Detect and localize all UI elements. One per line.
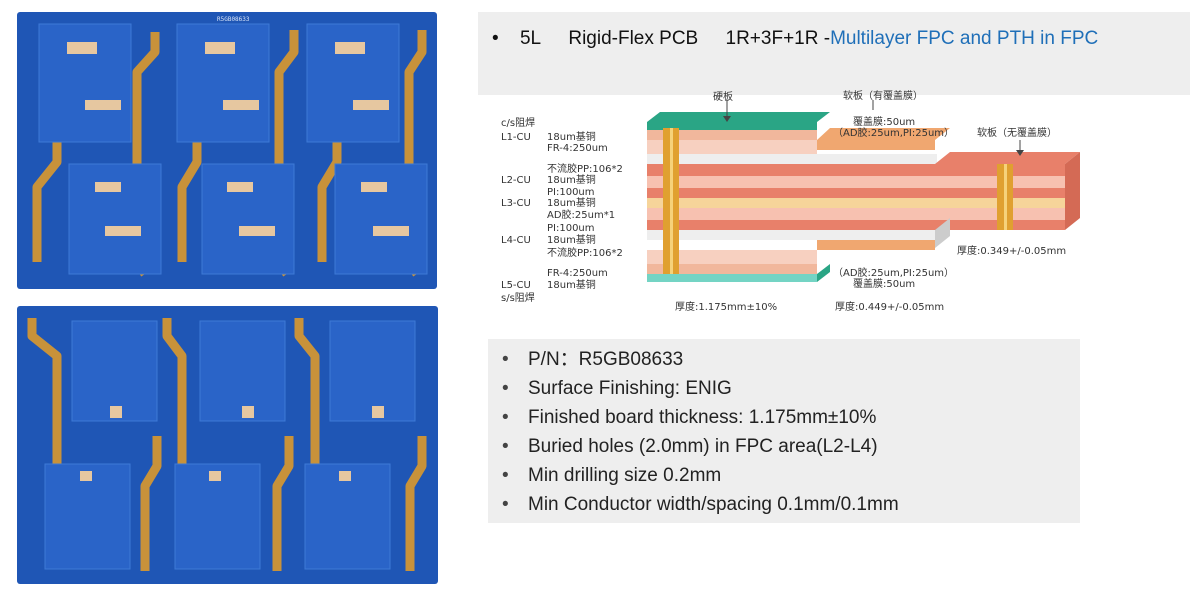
flex-core-side xyxy=(1065,152,1080,230)
spec-text: Buried holes (2.0mm) in FPC area(L2-L4) xyxy=(528,436,878,457)
detail-6: AD胶:25um*1 xyxy=(547,208,615,221)
detail-5: 18um基铜 xyxy=(547,196,596,209)
label-flex-nocover: 软板（无覆盖膜） xyxy=(977,126,1057,139)
rigid-bottom-fr4 xyxy=(647,250,817,264)
layer-l1: L1-CU xyxy=(501,132,531,143)
spec-bullet: • xyxy=(502,494,509,515)
detail-3: 18um基铜 xyxy=(547,173,596,186)
stackup-diagram: 硬板 软板（有覆盖膜） 覆盖膜:50um （AD胶:25um,PI:25um） … xyxy=(495,88,1095,314)
label-flex-coverlay: 软板（有覆盖膜） xyxy=(843,89,923,102)
flex-pi-1 xyxy=(647,176,1065,188)
label-coverlay-top: 覆盖膜:50um xyxy=(853,115,915,128)
spec-bullet: • xyxy=(502,436,509,457)
spec-text: Min drilling size 0.2mm xyxy=(528,465,722,486)
spec-item: • Buried holes (2.0mm) in FPC area(L2-L4) xyxy=(502,432,899,461)
title-banner: • 5L Rigid-Flex PCB 1R+3F+1R -Multilayer… xyxy=(478,12,1190,95)
flex-l2-face xyxy=(647,164,1065,176)
spec-item: • Min drilling size 0.2mm xyxy=(502,461,899,490)
spec-bullet: • xyxy=(502,407,509,428)
pcb-photo-bottom xyxy=(17,306,438,584)
flex-core-top xyxy=(647,152,1080,164)
title-accent: Multilayer FPC and PTH in FPC xyxy=(830,28,1099,49)
label-thickness-right: 厚度:0.349+/-0.05mm xyxy=(957,244,1066,257)
flex-l3 xyxy=(647,188,1065,198)
detail-2: 不流胶PP:106*2 xyxy=(547,162,623,175)
spec-panel: •P/N：R5GB08633 •Surface Finishing: ENIG … xyxy=(488,339,1080,523)
layer-l2: L2-CU xyxy=(501,175,531,186)
detail-11: 18um基铜 xyxy=(547,278,596,291)
label-coverlay-top-detail: （AD胶:25um,PI:25um） xyxy=(833,126,954,139)
detail-7: PI:100um xyxy=(547,223,595,234)
label-thickness-rigid: 厚度:1.175mm±10% xyxy=(675,300,777,313)
rigid-top-solder-face xyxy=(647,122,817,130)
arrow-hard-head xyxy=(723,116,731,122)
detail-0: 18um基铜 xyxy=(547,130,596,143)
spec-item: • Finished board thickness: 1.175mm±10% xyxy=(502,403,899,432)
flex-pi-2 xyxy=(647,208,1065,220)
spec-text: P/N：R5GB08633 xyxy=(528,349,684,370)
spec-text: Surface Finishing: ENIG xyxy=(528,378,732,399)
layer-l3: L3-CU xyxy=(501,198,531,209)
layer-cs: c/s阻焊 xyxy=(501,117,535,129)
spec-item: • P/N：R5GB08633 xyxy=(502,345,899,374)
pcb-panel-top-image: R5GB08633 xyxy=(17,12,437,289)
flex-ad xyxy=(647,198,1065,208)
pp-bottom-side xyxy=(935,218,950,248)
layer-l4: L4-CU xyxy=(501,235,531,246)
detail-8: 18um基铜 xyxy=(547,233,596,246)
title-stack: 1R+3F+1R - xyxy=(725,28,831,49)
label-coverlay-bot: 覆盖膜:50um xyxy=(853,277,915,290)
spec-item: • Min Conductor width/spacing 0.1mm/0.1mm xyxy=(502,490,899,519)
rigid-top-copper xyxy=(647,130,817,140)
spec-text: Min Conductor width/spacing 0.1mm/0.1mm xyxy=(528,494,899,515)
rigid-top-solder xyxy=(647,112,830,122)
title-type: Rigid-Flex PCB xyxy=(568,28,699,49)
layer-ss: s/s阻焊 xyxy=(501,292,535,304)
flex-coverlay-top xyxy=(817,128,950,140)
spec-item: • Surface Finishing: ENIG xyxy=(502,374,899,403)
pp-bottom xyxy=(647,230,937,240)
pcb-panel-bottom-image xyxy=(17,306,438,584)
pcb-marking: R5GB08633 xyxy=(217,16,250,23)
detail-9: 不流胶PP:106*2 xyxy=(547,246,623,259)
spec-bullet: • xyxy=(502,349,509,370)
rigid-bottom-side xyxy=(817,264,830,282)
detail-1: FR-4:250um xyxy=(547,143,608,154)
spec-bullet: • xyxy=(502,465,509,486)
pcb-photo-top: R5GB08633 xyxy=(17,12,437,289)
title-layers: 5L xyxy=(519,28,542,49)
pp-top xyxy=(647,154,937,164)
rigid-bottom-solder xyxy=(647,274,817,282)
flex-coverlay-top-face xyxy=(817,140,935,150)
via-flex-shine xyxy=(1004,164,1007,230)
arrow-nocover-head xyxy=(1016,150,1024,156)
label-hard-board: 硬板 xyxy=(713,90,733,103)
via-rigid-shine xyxy=(670,128,673,274)
flex-coverlay-bottom xyxy=(817,240,935,250)
flex-l4 xyxy=(647,220,1065,230)
detail-4: PI:100um xyxy=(547,187,595,198)
detail-10: FR-4:250um xyxy=(547,268,608,279)
title-bullet: • xyxy=(492,28,499,49)
rigid-bottom-copper xyxy=(647,264,817,274)
layer-l5: L5-CU xyxy=(501,280,531,291)
spec-text: Finished board thickness: 1.175mm±10% xyxy=(528,407,877,428)
spec-list: •P/N：R5GB08633 •Surface Finishing: ENIG … xyxy=(502,345,899,519)
title-line: • 5L Rigid-Flex PCB 1R+3F+1R -Multilayer… xyxy=(492,28,1098,50)
spec-bullet: • xyxy=(502,378,509,399)
stackup-svg: 硬板 软板（有覆盖膜） 覆盖膜:50um （AD胶:25um,PI:25um） … xyxy=(501,89,1080,313)
rigid-top-fr4 xyxy=(647,140,817,154)
label-thickness-flex: 厚度:0.449+/-0.05mm xyxy=(835,300,944,313)
label-coverlay-bot-detail: （AD胶:25um,PI:25um） xyxy=(833,266,954,279)
